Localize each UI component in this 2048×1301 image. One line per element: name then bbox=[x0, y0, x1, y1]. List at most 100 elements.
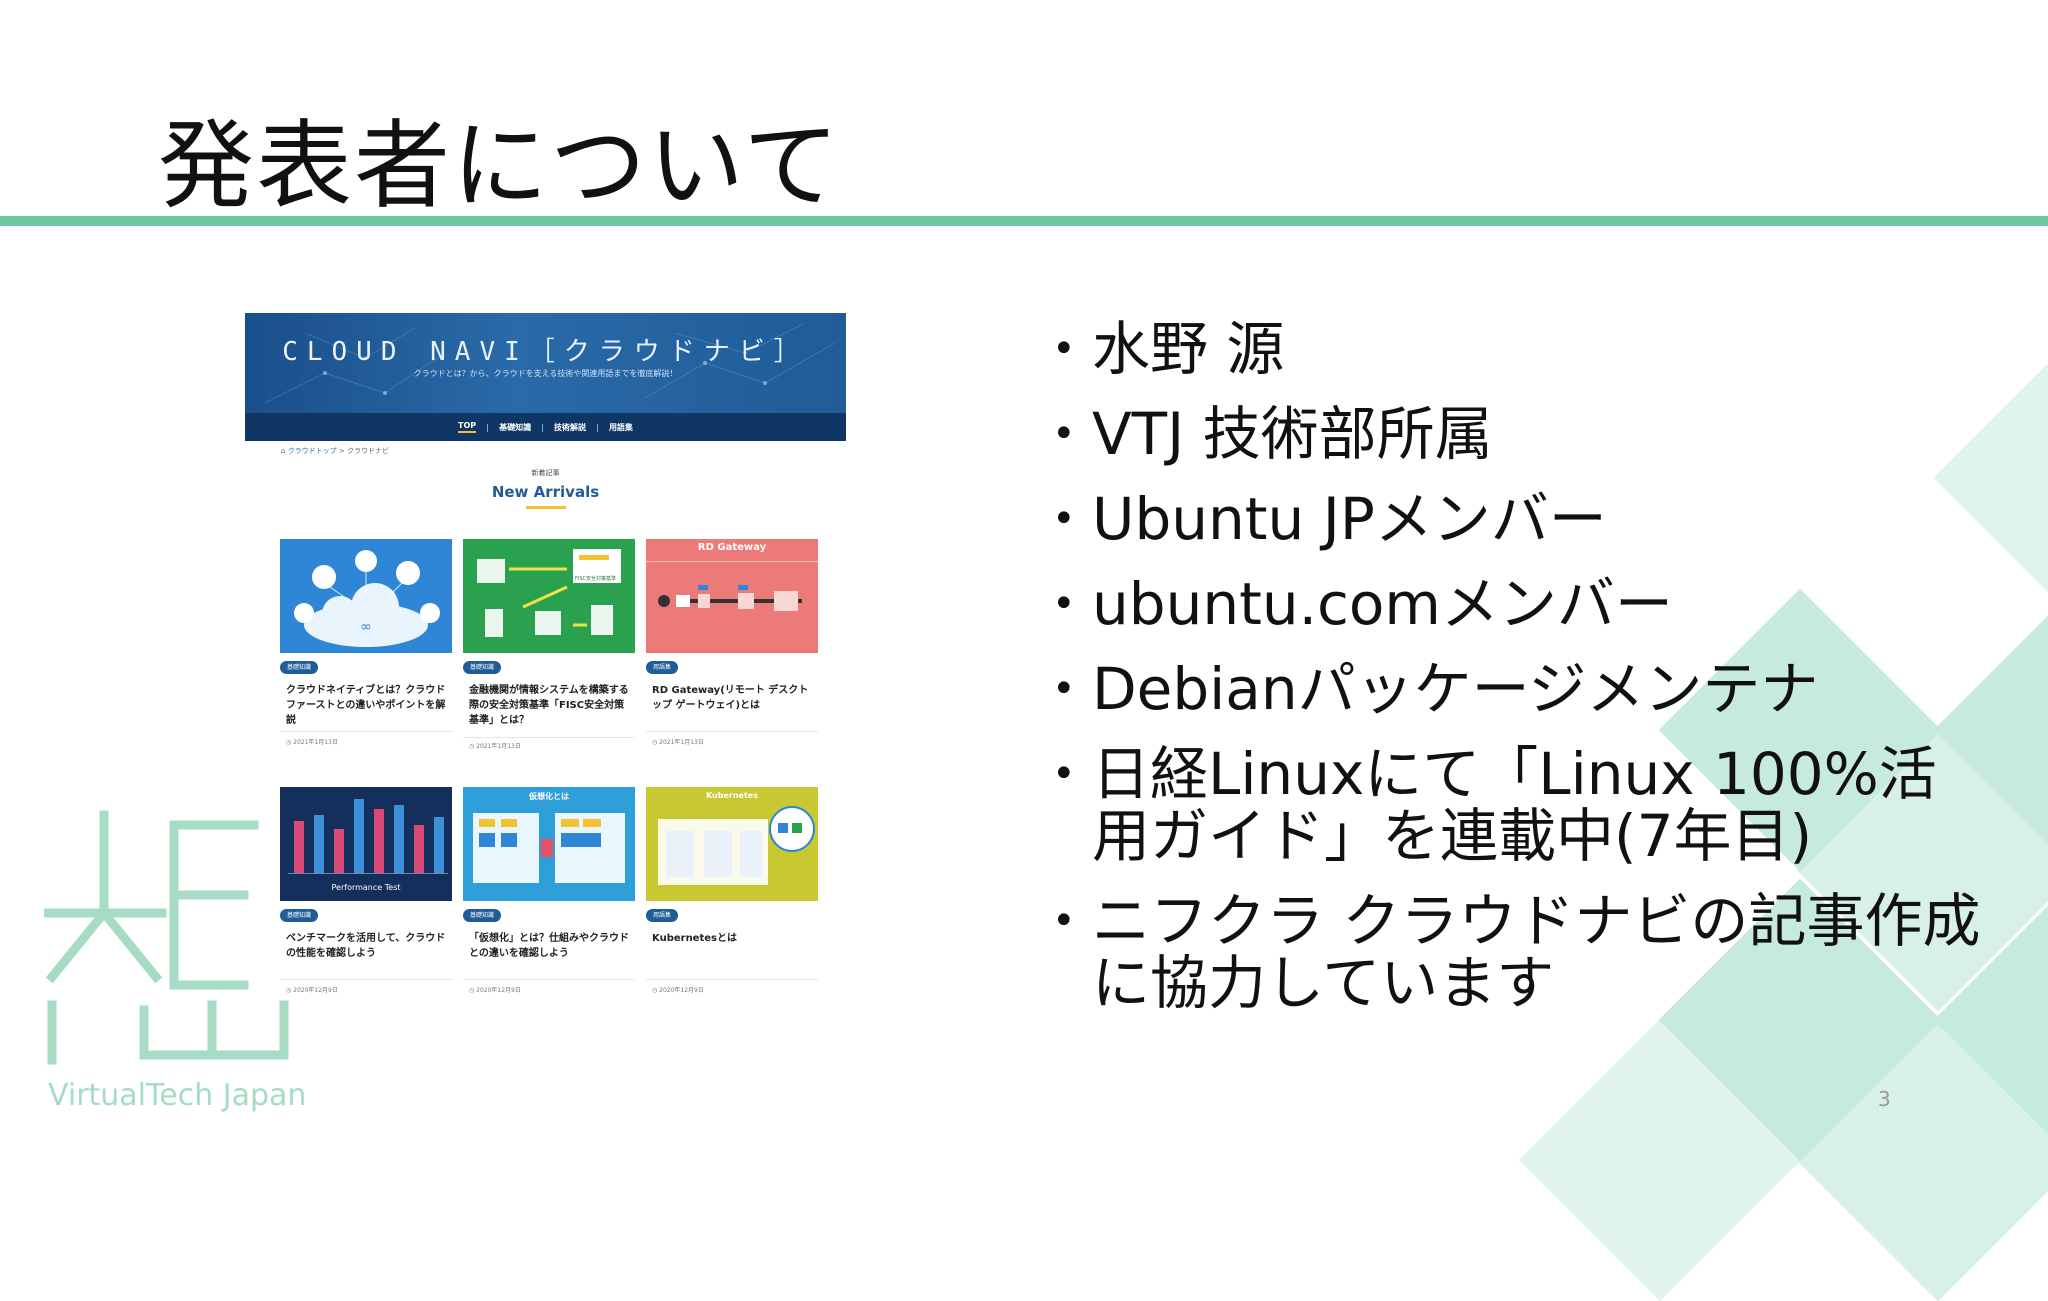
card-divider bbox=[646, 731, 818, 732]
bullet-text: ニフクラ クラウドナビの記事作成に協力しています bbox=[1092, 887, 1981, 1017]
article-card[interactable]: Performance Test 基礎知識 ベンチマークを活用して、クラウドの性… bbox=[280, 787, 452, 997]
card-thumbnail: Performance Test bbox=[280, 787, 452, 901]
thumb-label: 仮想化とは bbox=[529, 792, 569, 801]
page-number: 3 bbox=[1878, 1087, 1891, 1111]
bullet-item: • ニフクラ クラウドナビの記事作成に協力しています bbox=[1052, 890, 1992, 1014]
thumb-label: FISC安全対策基準 bbox=[575, 576, 617, 582]
svg-text:∞: ∞ bbox=[360, 619, 372, 635]
vtj-logo-text: VirtualTech Japan bbox=[48, 1078, 307, 1113]
bullet-text: ubuntu.comメンバー bbox=[1092, 570, 1673, 638]
kubernetes-illustration bbox=[658, 806, 815, 885]
bullet-text: Ubuntu JPメンバー bbox=[1092, 485, 1607, 553]
category-tag[interactable]: 基礎知識 bbox=[463, 661, 502, 674]
nav-basics[interactable]: 基礎知識 bbox=[499, 422, 532, 432]
article-card[interactable]: Kubernetes 用語集 Kubernetesとは ◷ 2020年12月9日 bbox=[646, 787, 818, 997]
card-date-text: 2020年12月9日 bbox=[293, 987, 338, 994]
site-nav: TOP | 基礎知識 | 技術解説 | 用語集 bbox=[245, 413, 846, 441]
card-divider bbox=[280, 731, 452, 732]
card-date: ◷ 2020年12月9日 bbox=[469, 987, 521, 994]
card-thumbnail: Kubernetes bbox=[646, 787, 818, 901]
card-divider bbox=[463, 979, 635, 980]
card-thumbnail: ∞ bbox=[280, 539, 452, 653]
card-title[interactable]: 金融機関が情報システムを構築する際の安全対策基準「FISC安全対策基準」とは？ bbox=[469, 685, 629, 726]
nav-separator: | bbox=[596, 422, 599, 432]
category-tag[interactable]: 基礎知識 bbox=[463, 909, 502, 922]
article-card[interactable]: FISC安全対策基準 基礎知識 金融機関が情報システムを構築する際の安全対策基準… bbox=[463, 539, 635, 750]
card-divider bbox=[646, 979, 818, 980]
bullet-dot: • bbox=[1052, 496, 1076, 542]
bullet-text: 水野 源 bbox=[1092, 315, 1285, 383]
breadcrumb-current: > クラウドナビ bbox=[338, 447, 390, 455]
bullet-dot: • bbox=[1052, 326, 1076, 372]
home-icon: ⌂ bbox=[281, 447, 286, 455]
virtualization-illustration bbox=[473, 813, 625, 883]
title-rule bbox=[0, 216, 2048, 226]
bullet-dot: • bbox=[1052, 751, 1076, 797]
breadcrumb: ⌂ クラウドトップ > クラウドナビ bbox=[281, 446, 389, 456]
card-date: ◷ 2020年12月9日 bbox=[652, 987, 704, 994]
nav-glossary[interactable]: 用語集 bbox=[608, 422, 633, 432]
card-date: ◷ 2021年1月13日 bbox=[652, 739, 704, 746]
card-title[interactable]: クラウドネイティブとは？クラウドファーストとの違いやポイントを解説 bbox=[286, 685, 446, 726]
card-thumbnail: RD Gateway bbox=[646, 539, 818, 653]
nav-top[interactable]: TOP bbox=[458, 421, 477, 433]
bullet-dot: • bbox=[1052, 666, 1076, 712]
card-title[interactable]: ベンチマークを活用して、クラウドの性能を確認しよう bbox=[286, 933, 446, 959]
section-title: New Arrivals bbox=[491, 483, 600, 501]
rd-gateway-illustration bbox=[646, 561, 818, 611]
card-date: ◷ 2021年1月13日 bbox=[286, 739, 338, 746]
card-date-text: 2020年12月9日 bbox=[476, 987, 521, 994]
speaker-bullets: • 水野 源 • VTJ 技術部所属 • Ubuntu JPメンバー • ubuntu.… bbox=[1052, 318, 1992, 1037]
nav-separator: | bbox=[541, 422, 545, 432]
nav-tech[interactable]: 技術解説 bbox=[554, 422, 587, 432]
card-title[interactable]: 「仮想化」とは？仕組みやクラウドとの違いを確認しよう bbox=[469, 933, 629, 959]
bullet-item: • VTJ 技術部所属 bbox=[1052, 403, 1992, 465]
slide-title: 発表者について bbox=[158, 110, 842, 222]
section-subtitle: 新着記事 bbox=[531, 469, 560, 477]
bullet-dot: • bbox=[1052, 411, 1076, 457]
card-title[interactable]: Kubernetesとは bbox=[652, 933, 737, 944]
card-date-text: 2021年1月13日 bbox=[659, 739, 704, 746]
article-card[interactable]: 仮想化とは 基礎知識 「仮想化」とは？仕組みやクラウドとの違いを確認しよう ◷ … bbox=[463, 787, 635, 997]
card-date: ◷ 2021年1月13日 bbox=[469, 743, 521, 750]
bullet-item: • ubuntu.comメンバー bbox=[1052, 573, 1992, 635]
category-tag[interactable]: 用語集 bbox=[646, 661, 679, 674]
nav-separator: | bbox=[486, 422, 490, 432]
performance-chart-illustration bbox=[288, 799, 448, 874]
bullet-item: • Debianパッケージメンテナ bbox=[1052, 658, 1992, 720]
bullet-item: • 日経Linuxにて「Linux 100%活用ガイド」を連載中(7年目) bbox=[1052, 743, 1992, 867]
new-arrivals-header: 新着記事 New Arrivals bbox=[245, 468, 846, 509]
bullet-item: • 水野 源 bbox=[1052, 318, 1992, 380]
breadcrumb-home[interactable]: クラウドトップ bbox=[287, 447, 337, 455]
bullet-text: 日経Linuxにて「Linux 100%活用ガイド」を連載中(7年目) bbox=[1092, 740, 1937, 870]
article-card[interactable]: ∞ 基礎知識 クラウドネイティブとは？クラウドファーストとの違いやポイントを解説… bbox=[280, 539, 452, 749]
bullet-item: • Ubuntu JPメンバー bbox=[1052, 488, 1992, 550]
card-divider bbox=[280, 979, 452, 980]
bullet-text: Debianパッケージメンテナ bbox=[1092, 655, 1819, 723]
bullet-text: VTJ 技術部所属 bbox=[1092, 400, 1493, 468]
brand-logo: CLOUD NAVI［クラウドナビ］ bbox=[282, 337, 809, 367]
bullet-dot: • bbox=[1052, 581, 1076, 627]
thumb-label: Performance Test bbox=[331, 883, 401, 892]
card-date: ◷ 2020年12月9日 bbox=[286, 987, 338, 994]
thumb-label: Kubernetes bbox=[706, 791, 758, 800]
card-date-text: 2021年1月13日 bbox=[476, 743, 521, 750]
category-tag[interactable]: 用語集 bbox=[646, 909, 679, 922]
section-underline bbox=[525, 506, 566, 509]
category-tag[interactable]: 基礎知識 bbox=[280, 909, 319, 922]
cloud-navi-screenshot: CLOUD NAVI［クラウドナビ］ クラウドとは？から、クラウドを支える技術や… bbox=[245, 313, 846, 1103]
article-card[interactable]: RD Gateway 用語集 RD Gateway(リモート デスクトップ ゲー… bbox=[646, 539, 818, 749]
cloud-native-illustration: ∞ bbox=[294, 550, 440, 647]
hero-tagline: クラウドとは？から、クラウドを支える技術や関連用語までを徹底解説！ bbox=[413, 369, 678, 378]
category-tag[interactable]: 基礎知識 bbox=[280, 661, 319, 674]
card-title[interactable]: RD Gateway(リモート デスクトップ ゲートウェイ)とは bbox=[652, 685, 809, 711]
card-divider bbox=[463, 737, 635, 738]
card-date-text: 2021年1月13日 bbox=[293, 739, 338, 746]
hero-network-decor bbox=[264, 322, 836, 404]
fisc-illustration bbox=[477, 549, 621, 637]
bullet-dot: • bbox=[1052, 898, 1076, 944]
card-date-text: 2020年12月9日 bbox=[659, 987, 704, 994]
hero-banner: CLOUD NAVI［クラウドナビ］ クラウドとは？から、クラウドを支える技術や… bbox=[245, 313, 846, 441]
thumb-label: RD Gateway bbox=[697, 542, 767, 553]
vtj-logo-icon bbox=[44, 810, 289, 1065]
